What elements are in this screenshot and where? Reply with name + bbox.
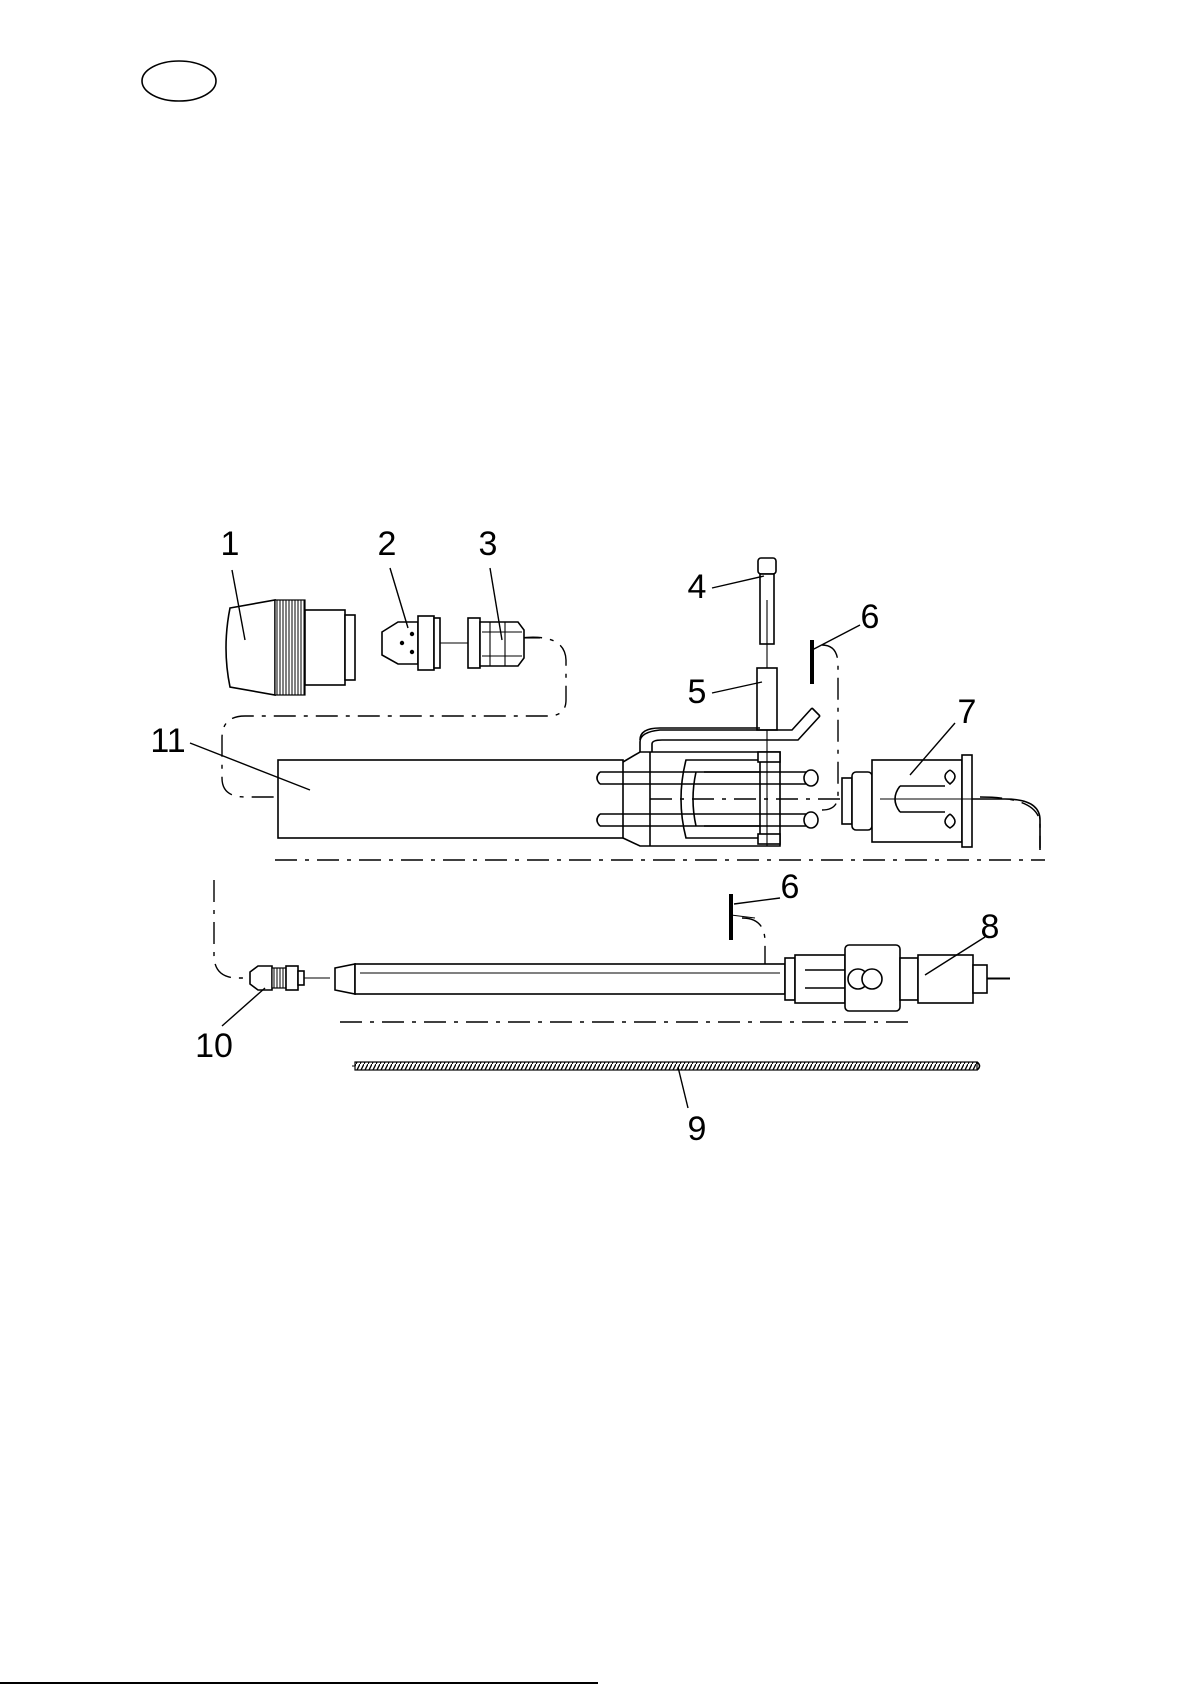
part-label-9: 9 — [688, 1110, 707, 1148]
part-label-2: 2 — [378, 525, 397, 563]
part-label-8: 8 — [981, 908, 1000, 946]
part-label-11: 11 — [150, 722, 185, 760]
part-label-4: 4 — [688, 568, 707, 606]
part-label-3: 3 — [479, 525, 498, 563]
part-1-nozzle — [226, 600, 355, 695]
part-4-screw — [758, 558, 776, 668]
part-label-6-lower: 6 — [781, 868, 800, 906]
part-10-adapter — [250, 966, 304, 990]
part-6-o-ring-lower — [731, 894, 755, 940]
liner-tube — [335, 964, 785, 994]
part-2-contact-tip — [382, 616, 470, 670]
part-label-6-upper: 6 — [861, 598, 880, 636]
part-label-1: 1 — [221, 525, 240, 563]
corner-mark — [142, 61, 216, 101]
part-label-5: 5 — [688, 673, 707, 711]
part-8-rear-connector — [785, 945, 1010, 1011]
part-9-spring-liner — [355, 1062, 980, 1070]
part-11-torch-neck — [278, 708, 840, 846]
part-7-connector — [842, 755, 1040, 850]
part-label-10: 10 — [195, 1027, 233, 1065]
part-3-gas-diffuser — [468, 618, 540, 668]
part-label-7: 7 — [958, 693, 977, 731]
